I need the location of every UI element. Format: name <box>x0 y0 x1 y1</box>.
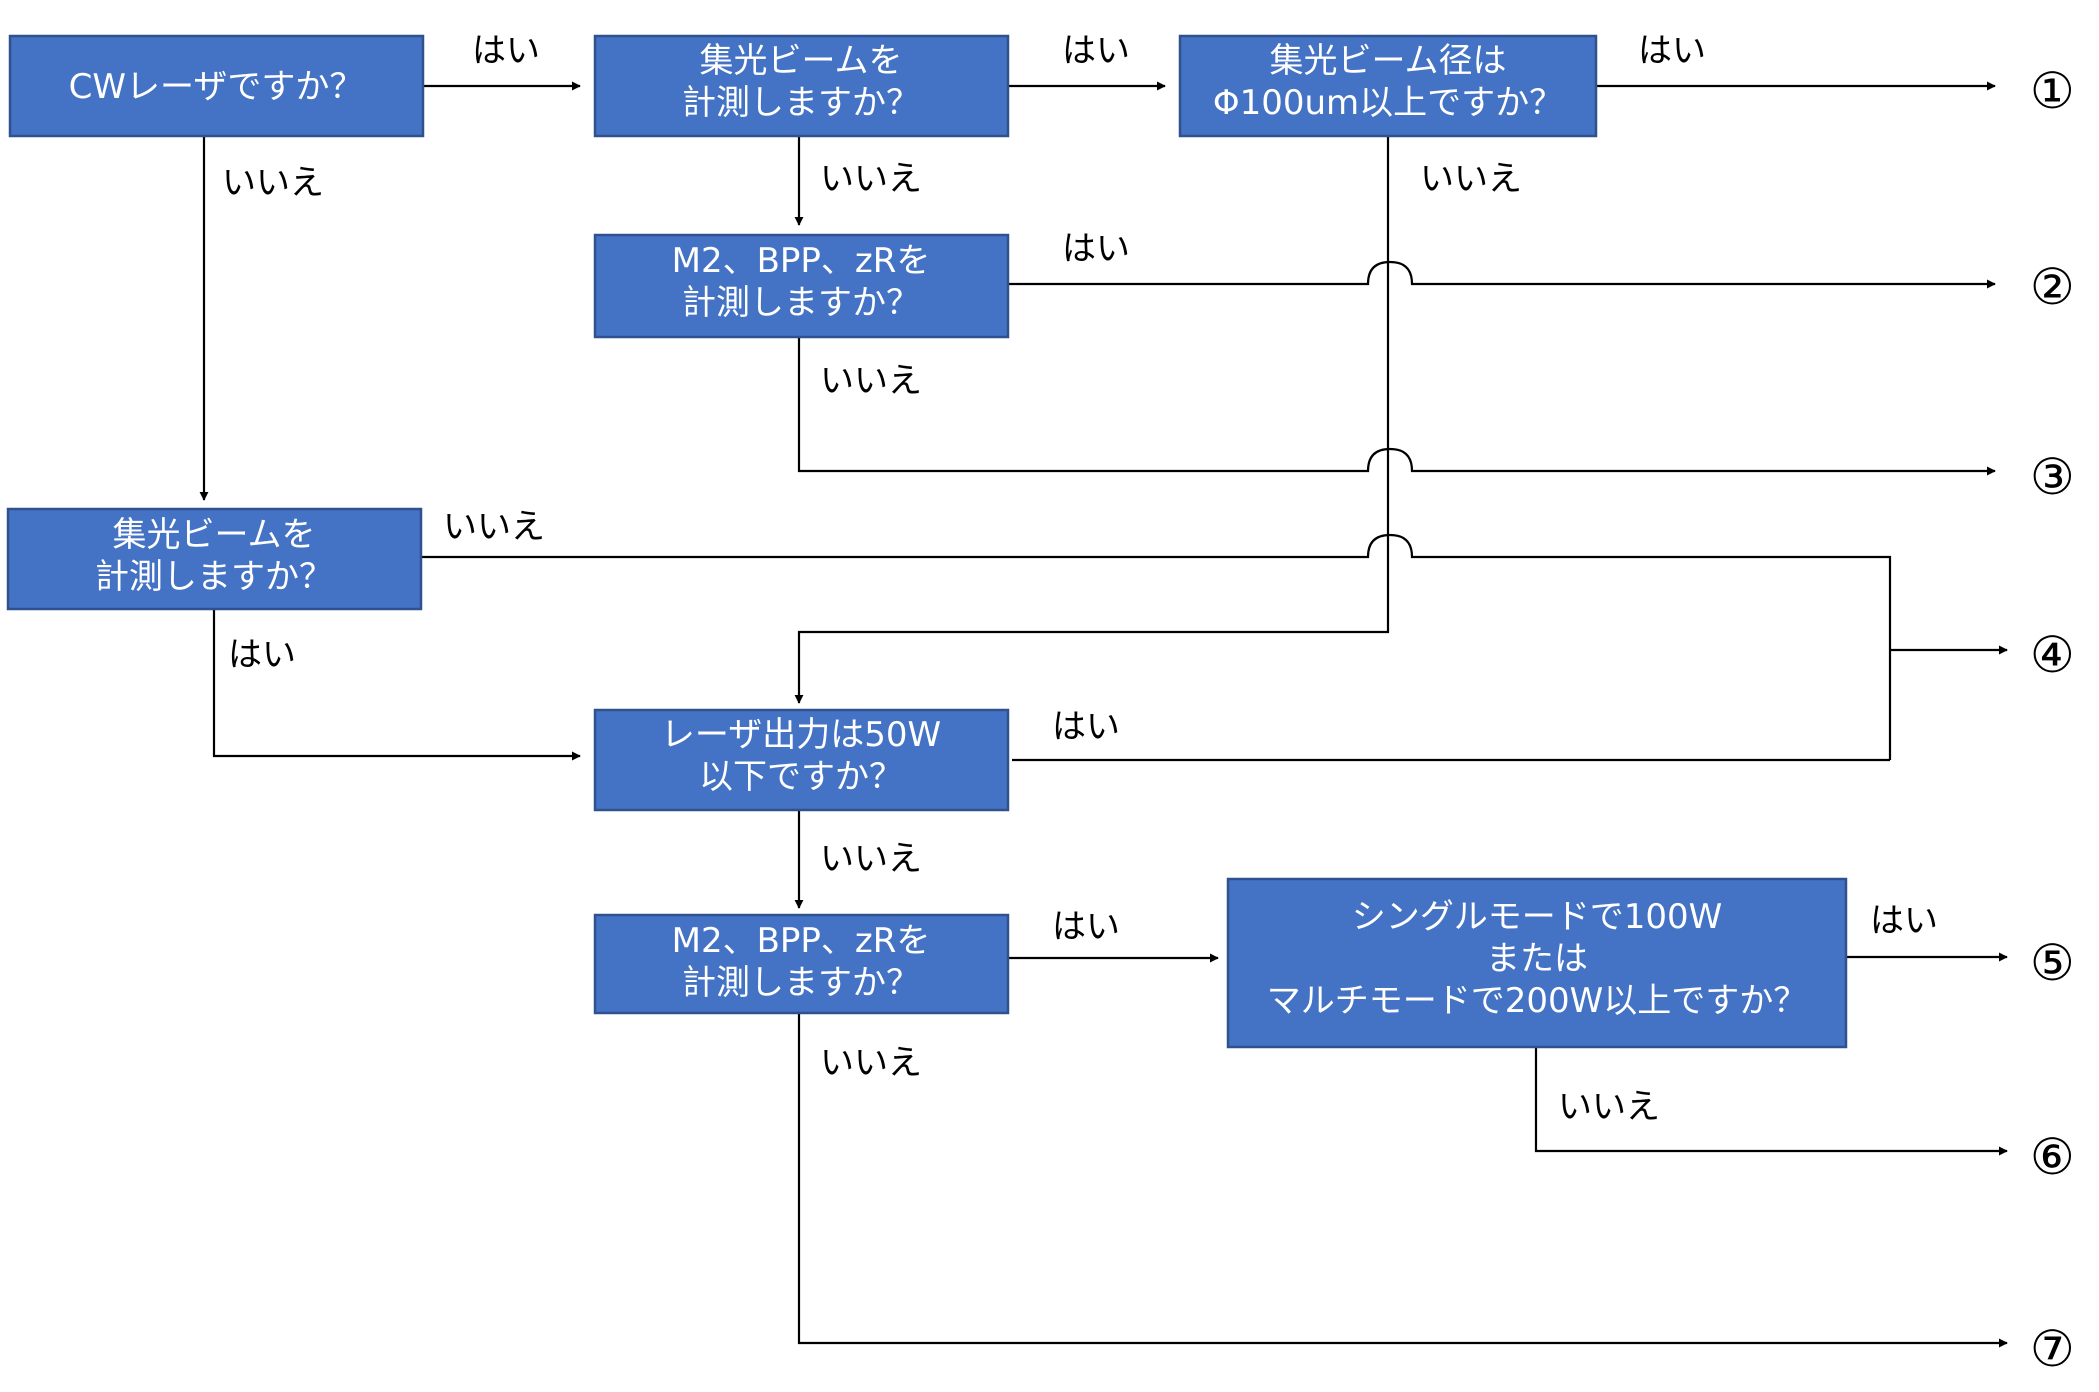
node-m2-bottom-line-1: M2、BPP、zRを <box>672 921 931 961</box>
label-diameter-yes: はい <box>1638 31 1706 71</box>
node-single-multi-mode-line-1: シングルモードで100W <box>1352 897 1723 937</box>
label-focus-top-no: いいえ <box>820 159 922 199</box>
node-m2-bottom: M2、BPP、zRを 計測しますか？ <box>593 913 1010 1015</box>
node-m2-top: M2、BPP、zRを 計測しますか？ <box>593 233 1010 339</box>
label-cw-no: いいえ <box>222 163 324 203</box>
node-single-multi-mode-line-2: または <box>1486 939 1588 979</box>
outcomes: ① ② ③ ④ ⑤ ⑥ ⑦ <box>2030 62 2075 1378</box>
edge-m2-top-yes <box>1008 260 1996 289</box>
node-laser-power-line-2: 以下ですか？ <box>699 757 903 797</box>
outcome-7: ⑦ <box>2030 1320 2075 1378</box>
edge-diameter-no <box>794 136 1390 704</box>
edge-focus-left-no <box>421 533 1892 760</box>
label-cw-yes: はい <box>472 31 540 71</box>
node-single-multi-mode-line-3: マルチモードで200W以上ですか？ <box>1267 981 1808 1021</box>
edge-m2-top-no <box>797 337 1996 476</box>
label-power-no: いいえ <box>820 839 922 879</box>
edge-focus-left-yes <box>212 609 581 761</box>
node-focused-beam-left-line-2: 計測しますか？ <box>95 557 333 597</box>
edge-labels: はい はい はい いいえ いいえ いいえ はい いいえ いいえ はい はい いい… <box>222 31 1938 1127</box>
label-mode-yes: はい <box>1870 901 1938 941</box>
node-m2-bottom-line-2: 計測しますか？ <box>682 963 920 1003</box>
label-power-yes: はい <box>1052 707 1120 747</box>
label-focus-left-no: いいえ <box>443 507 545 547</box>
connectors <box>199 81 2008 1348</box>
node-beam-diameter: 集光ビーム径は Φ100um以上ですか？ <box>1178 34 1598 138</box>
edge-m2-bottom-no <box>797 1013 2008 1348</box>
label-focus-top-yes: はい <box>1062 31 1130 71</box>
label-focus-left-yes: はい <box>228 635 296 675</box>
node-laser-power: レーザ出力は50W 以下ですか？ <box>593 708 1010 812</box>
node-m2-top-line-2: 計測しますか？ <box>682 283 920 323</box>
label-mode-no: いいえ <box>1558 1087 1660 1127</box>
outcome-5: ⑤ <box>2030 934 2075 992</box>
outcome-3: ③ <box>2030 448 2075 506</box>
node-focused-beam-top-line-1: 集光ビームを <box>700 41 903 81</box>
node-m2-top-line-1: M2、BPP、zRを <box>672 241 931 281</box>
label-m2-bottom-no: いいえ <box>820 1043 922 1083</box>
node-focused-beam-top-line-2: 計測しますか？ <box>682 83 920 123</box>
label-m2-bottom-yes: はい <box>1052 907 1120 947</box>
node-single-multi-mode: シングルモードで100W または マルチモードで200W以上ですか？ <box>1226 877 1848 1049</box>
node-beam-diameter-line-2: Φ100um以上ですか？ <box>1213 83 1563 123</box>
node-cw-laser: CWレーザですか？ <box>8 34 425 138</box>
node-beam-diameter-line-1: 集光ビーム径は <box>1270 41 1507 81</box>
outcome-2: ② <box>2030 258 2075 316</box>
label-m2-top-no: いいえ <box>820 361 922 401</box>
node-focused-beam-left: 集光ビームを 計測しますか？ <box>6 507 423 611</box>
node-focused-beam-top: 集光ビームを 計測しますか？ <box>593 34 1010 138</box>
node-laser-power-line-1: レーザ出力は50W <box>661 715 941 755</box>
outcome-4: ④ <box>2030 626 2075 684</box>
node-focused-beam-left-line-1: 集光ビームを <box>113 515 316 555</box>
edge-mode-no <box>1534 1047 2008 1156</box>
outcome-1: ① <box>2030 62 2075 120</box>
node-cw-laser-line-1: CWレーザですか？ <box>69 67 364 107</box>
label-m2-top-yes: はい <box>1062 229 1130 269</box>
outcome-6: ⑥ <box>2030 1128 2075 1186</box>
label-diameter-no: いいえ <box>1420 159 1522 199</box>
